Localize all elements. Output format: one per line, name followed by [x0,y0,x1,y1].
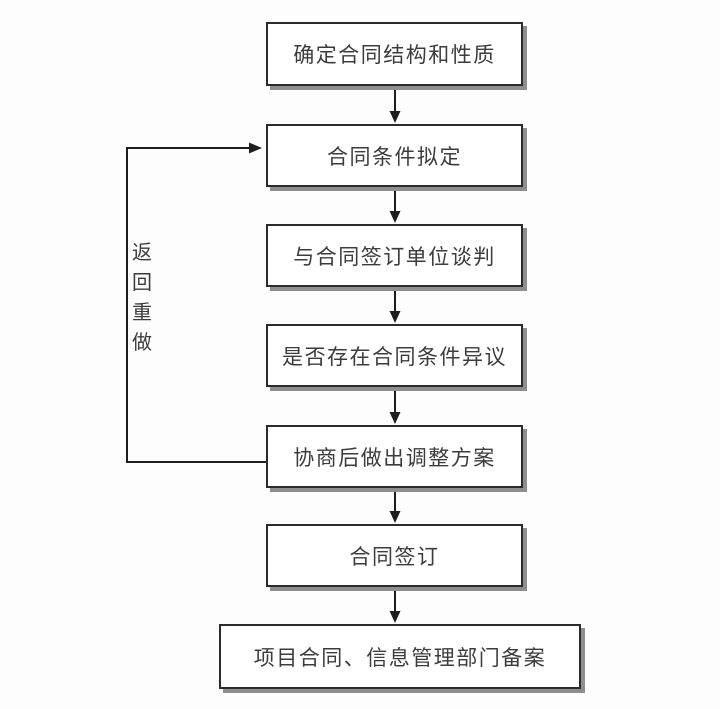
loop-label-return-redo: 返回重做 [132,242,152,354]
down-arrow-icon [389,86,401,123]
flow-node-determine-contract-structure: 确定合同结构和性质 [266,22,523,86]
flow-node-draft-contract-terms: 合同条件拟定 [266,124,523,187]
down-arrow-icon [389,387,401,424]
flow-node-label: 是否存在合同条件异议 [282,344,507,369]
flow-node-adjustment-plan: 协商后做出调整方案 [266,425,523,488]
flow-node-contract-signing: 合同签订 [266,524,523,587]
flow-node-label: 确定合同结构和性质 [293,43,496,67]
down-arrow-icon [389,587,401,623]
flow-node-label: 与合同签订单位谈判 [293,244,496,269]
flow-node-label: 合同条件拟定 [327,144,462,169]
flow-node-label: 合同签订 [349,544,440,569]
down-arrow-icon [389,287,401,323]
flow-node-department-filing: 项目合同、信息管理部门备案 [219,624,581,689]
flow-node-contract-terms-objection: 是否存在合同条件异议 [266,324,523,387]
down-arrow-icon [389,488,401,523]
flow-node-negotiate-with-signing-unit: 与合同签订单位谈判 [266,224,523,287]
flow-node-label: 协商后做出调整方案 [293,445,496,470]
down-arrow-icon [389,187,401,223]
flow-node-label: 项目合同、信息管理部门备案 [253,645,547,670]
